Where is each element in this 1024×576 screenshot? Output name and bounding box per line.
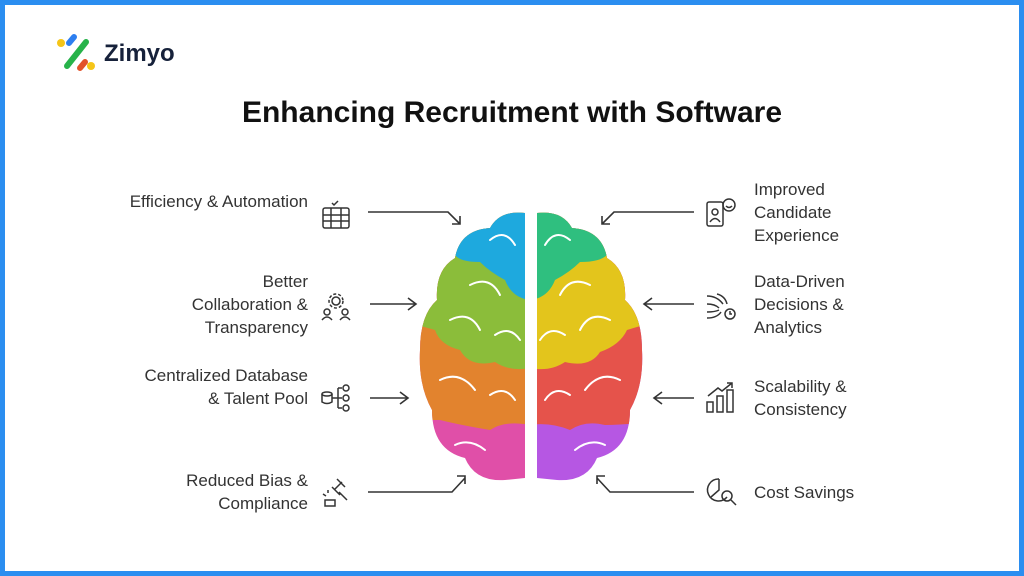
candidate-smile-icon bbox=[706, 198, 736, 227]
label-data-driven: Data-Driven Decisions & Analytics bbox=[754, 272, 845, 337]
label-cost-savings: Cost Savings bbox=[754, 483, 855, 502]
label-reduced-bias: Reduced Bias & Compliance bbox=[186, 471, 308, 513]
team-gear-icon bbox=[321, 293, 351, 321]
pie-search-icon bbox=[706, 478, 737, 506]
label-efficiency-automation: Efficiency & Automation bbox=[129, 192, 308, 211]
brand-logo: Zimyo bbox=[56, 34, 175, 74]
label-centralized-database: Centralized Database & Talent Pool bbox=[144, 366, 308, 408]
page-title: Enhancing Recruitment with Software bbox=[241, 96, 783, 129]
brand-name: Zimyo bbox=[104, 40, 175, 67]
growth-chart-icon bbox=[706, 382, 734, 413]
zimyo-logo-icon bbox=[57, 34, 95, 71]
connector-arrows bbox=[368, 211, 694, 493]
analytics-clock-icon bbox=[706, 293, 736, 320]
gavel-icon bbox=[322, 478, 348, 507]
server-check-icon bbox=[322, 200, 350, 229]
database-network-icon bbox=[321, 384, 350, 412]
label-candidate-experience: Improved Candidate Experience bbox=[754, 180, 840, 245]
brain-left-hemisphere bbox=[419, 212, 525, 481]
brain-right-hemisphere bbox=[537, 212, 643, 481]
label-collaboration: Better Collaboration & Transparency bbox=[191, 272, 308, 337]
label-scalability: Scalability & Consistency bbox=[754, 377, 847, 419]
